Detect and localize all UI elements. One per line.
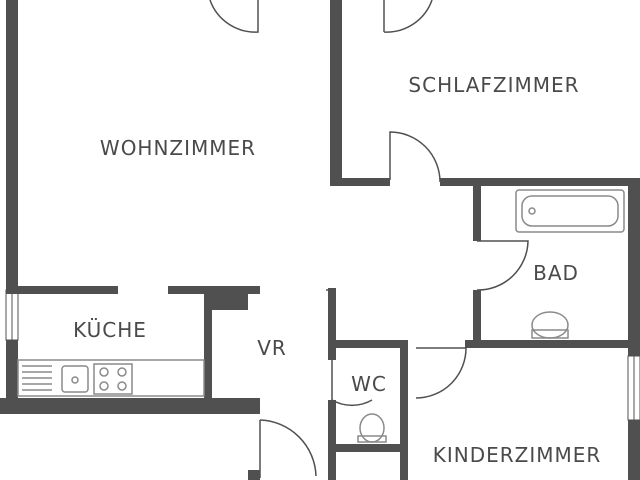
door-schlaf-top bbox=[383, 0, 433, 33]
room-label-bad: BAD bbox=[533, 261, 579, 285]
wall-wc-left bbox=[328, 400, 336, 480]
chimney-block bbox=[212, 286, 248, 310]
bathtub-icon bbox=[515, 189, 625, 233]
wall-wohn-schlaf bbox=[330, 0, 342, 185]
room-label-wc: WC bbox=[351, 372, 387, 396]
wall-kueche-vr bbox=[204, 286, 212, 398]
room-label-kinderzimmer: KINDERZIMMER bbox=[432, 443, 602, 467]
wall-schlaf-bottom-right bbox=[440, 178, 640, 186]
wall-left-lower bbox=[6, 340, 18, 400]
wall-wc-right bbox=[400, 340, 408, 480]
wall-wc-top bbox=[328, 340, 408, 348]
room-label-wohnzimmer: WOHNZIMMER bbox=[99, 136, 257, 160]
wall-bad-left-lower bbox=[473, 290, 481, 345]
wall-vr-right-upper bbox=[328, 288, 336, 360]
wall-bad-bottom bbox=[465, 340, 640, 348]
room-label-vr: VR bbox=[257, 336, 287, 360]
room-label-schlafzimmer: SCHLAFZIMMER bbox=[408, 73, 580, 97]
door-wohn-top bbox=[209, 0, 259, 33]
wall-kueche-bottom bbox=[0, 398, 260, 414]
door-schlaf-bottom bbox=[389, 131, 441, 183]
wall-entry-right bbox=[248, 470, 260, 480]
door-entry bbox=[259, 419, 317, 477]
door-kinder bbox=[415, 347, 467, 399]
wall-right bbox=[628, 186, 640, 356]
wall-kueche-top-left bbox=[6, 286, 118, 294]
room-label-kueche: KÜCHE bbox=[73, 318, 147, 342]
toilet-icon bbox=[531, 311, 569, 339]
door-vr bbox=[326, 289, 336, 350]
door-wc bbox=[331, 360, 373, 407]
toilet-icon-wc bbox=[357, 413, 387, 443]
wall-right-lower bbox=[628, 420, 640, 480]
wall-wc-bottom bbox=[336, 444, 400, 452]
wall-left-upper bbox=[6, 0, 18, 290]
wall-bad-left-upper bbox=[473, 186, 481, 241]
kitchen-counter bbox=[17, 359, 205, 397]
doors bbox=[209, 0, 529, 478]
sink-icon bbox=[61, 365, 89, 393]
stove-icon bbox=[93, 363, 133, 395]
door-bad bbox=[476, 240, 529, 291]
wall-schlaf-bottom-left bbox=[330, 178, 390, 186]
